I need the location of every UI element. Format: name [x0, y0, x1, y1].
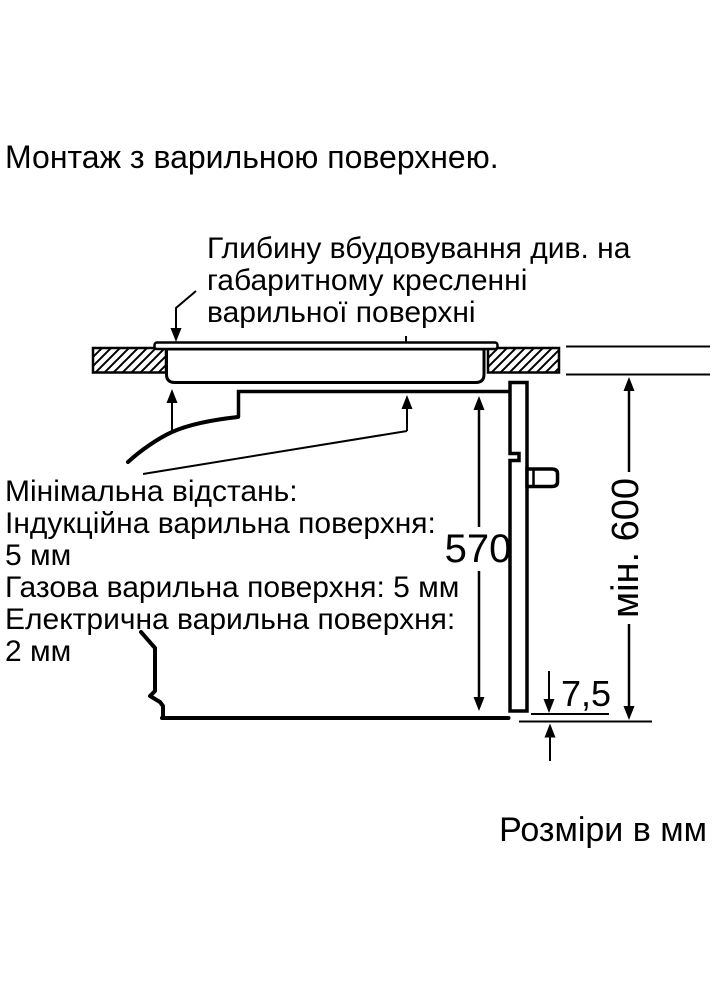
cabinet-break-line-bottom	[139, 630, 165, 718]
oven-front-panel	[508, 380, 529, 713]
min-distance-line3: 5 мм	[5, 539, 71, 572]
dimension-min-600-label: мін. 600	[605, 478, 647, 618]
dimension-570-label: 570	[445, 527, 512, 571]
dimension-7-5-label: 7,5	[561, 673, 611, 714]
hob-depth-annotation: Глибину вбудовування див. на габаритному…	[207, 232, 631, 329]
min-distance-line1: Мінімальна відстань:	[5, 475, 298, 508]
oven-control-knob	[525, 467, 560, 489]
dimension-570: 570	[445, 396, 512, 711]
min-distance-line6: 2 мм	[5, 635, 71, 668]
min-distance-line2: Індукційна варильна поверхня:	[5, 507, 436, 540]
dimension-min-600: мін. 600	[605, 377, 647, 720]
min-distance-line4: Газова варильна поверхня: 5 мм	[5, 571, 459, 604]
hob-depth-annotation-line3: варильної поверхні	[207, 296, 476, 329]
worktop-left-section	[91, 346, 168, 374]
min-distance-leader-line	[142, 430, 408, 475]
min-distance-line5: Електрична варильна поверхня:	[5, 603, 455, 636]
hob-depth-leader-left-arrow	[170, 290, 197, 342]
min-distance-note: Мінімальна відстань: Індукційна варильна…	[5, 475, 459, 668]
min-gap-left-arrow	[166, 389, 178, 433]
units-note: Розміри в мм	[499, 811, 707, 849]
page-title: Монтаж з варильною поверхнею.	[5, 139, 499, 175]
dimension-7-5: 7,5	[519, 671, 652, 761]
hob-tub	[165, 347, 486, 384]
cabinet-break-line-top	[126, 415, 240, 464]
hob-glass-plate	[153, 341, 499, 351]
hob-depth-annotation-line2: габаритному кресленні	[207, 264, 527, 297]
hob-depth-annotation-line1: Глибину вбудовування див. на	[207, 232, 631, 265]
min-gap-center-arrow	[142, 395, 413, 475]
worktop-right-section	[486, 346, 561, 374]
